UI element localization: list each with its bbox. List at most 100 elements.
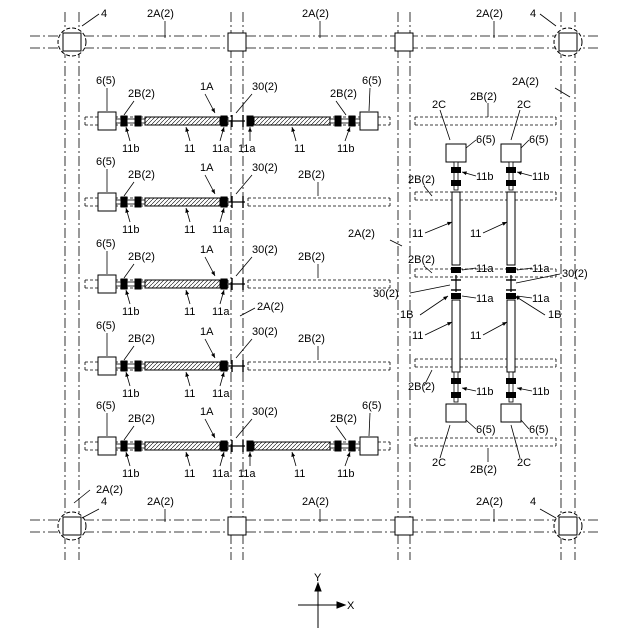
label-11a-left: 11a — [212, 224, 230, 236]
jack-row — [98, 193, 245, 211]
label-11b-r4: 11b — [532, 386, 550, 398]
label-jack-1B-left: 1B — [400, 309, 413, 321]
label-cyl-r1: 11 — [412, 228, 423, 240]
label-cyl-left: 11 — [184, 468, 195, 480]
label-2B-right: 2B(2) — [330, 413, 357, 425]
label-2A-bot-2: 2A(2) — [302, 496, 329, 508]
label-2C-bl: 2C — [432, 457, 446, 469]
jack-column-vertical — [501, 144, 521, 422]
label-2B-right: 2B(2) — [330, 88, 357, 100]
axis-indicator — [298, 583, 345, 628]
label-30-left: 30(2) — [373, 288, 399, 300]
label-11a-left: 11a — [212, 306, 230, 318]
label-11b-left: 11b — [122, 306, 140, 318]
label-2A-right: 2A(2) — [512, 76, 539, 88]
label-jack-1A: 1A — [200, 81, 214, 93]
label-2C-br: 2C — [517, 457, 531, 469]
label-2A-bl: 2A(2) — [96, 484, 123, 496]
label-2C-tr: 2C — [517, 99, 531, 111]
label-pier-right: 6(5) — [362, 75, 382, 87]
label-2A-center: 2A(2) — [257, 301, 284, 313]
label-11a-left: 11a — [212, 388, 230, 400]
label-jack-1A: 1A — [200, 406, 214, 418]
label-2B-left: 2B(2) — [128, 413, 155, 425]
label-pier-r1: 6(5) — [476, 134, 496, 146]
label-2B-mid: 2B(2) — [298, 333, 325, 345]
label-11a-left: 11a — [212, 143, 230, 155]
label-2A-top-3: 2A(2) — [476, 8, 503, 20]
label-pier-r2: 6(5) — [529, 134, 549, 146]
label-connector: 30(2) — [252, 244, 278, 256]
label-cyl-left: 11 — [184, 388, 195, 400]
label-pier-left: 6(5) — [96, 320, 116, 332]
label-2A-mid: 2A(2) — [348, 228, 375, 240]
label-11a-r3: 11a — [476, 293, 494, 305]
label-2B-left: 2B(2) — [128, 333, 155, 345]
label-11b-r2: 11b — [532, 171, 550, 183]
label-2B-r2: 2B(2) — [408, 254, 435, 266]
jack-rows-left — [98, 112, 378, 455]
label-pier-r4: 6(5) — [529, 424, 549, 436]
label-4-bl: 4 — [101, 496, 107, 508]
label-jack-1A: 1A — [200, 244, 214, 256]
label-jack-1A: 1A — [200, 162, 214, 174]
label-cyl-r3: 11 — [412, 330, 423, 342]
label-cyl-r4: 11 — [470, 330, 481, 342]
jack-row — [98, 437, 378, 455]
label-2B-r3: 2B(2) — [408, 381, 435, 393]
label-11a-r1: 11a — [476, 263, 494, 275]
label-2A-top-2: 2A(2) — [302, 8, 329, 20]
label-2B-mid: 2B(2) — [298, 169, 325, 181]
jack-row — [98, 112, 378, 130]
label-connector: 30(2) — [252, 162, 278, 174]
label-pier-r3: 6(5) — [476, 424, 496, 436]
label-4-br: 4 — [530, 496, 536, 508]
label-11b-left: 11b — [122, 143, 140, 155]
label-2C-tl: 2C — [432, 99, 446, 111]
label-2B-mid: 2B(2) — [298, 251, 325, 263]
label-11a-r4: 11a — [532, 293, 550, 305]
label-pier-left: 6(5) — [96, 238, 116, 250]
label-2A-top-1: 2A(2) — [147, 8, 174, 20]
label-cyl-left: 11 — [184, 224, 195, 236]
jack-row — [98, 275, 245, 293]
label-cyl-left: 11 — [184, 143, 195, 155]
label-cyl-right: 11 — [294, 468, 305, 480]
label-jack-1B-right: 1B — [548, 309, 561, 321]
label-jack-1A: 1A — [200, 326, 214, 338]
axis-x-label: X — [347, 600, 355, 612]
label-connector: 30(2) — [252, 81, 278, 93]
label-11b-r1: 11b — [476, 171, 494, 183]
label-pier-right: 6(5) — [362, 400, 382, 412]
label-4-tl: 4 — [101, 8, 107, 20]
label-connector: 30(2) — [252, 326, 278, 338]
label-11a-right: 11a — [238, 468, 256, 480]
label-2B-left: 2B(2) — [128, 169, 155, 181]
label-11a-r2: 11a — [532, 263, 550, 275]
label-11b-right: 11b — [337, 143, 355, 155]
jack-rows-right — [446, 144, 521, 422]
label-pier-left: 6(5) — [96, 156, 116, 168]
label-2B-left: 2B(2) — [128, 88, 155, 100]
label-pier-left: 6(5) — [96, 400, 116, 412]
label-cyl-r2: 11 — [470, 228, 481, 240]
label-2B-rb: 2B(2) — [470, 464, 497, 476]
label-cyl-right: 11 — [294, 143, 305, 155]
label-2A-bot-1: 2A(2) — [147, 496, 174, 508]
label-connector: 30(2) — [252, 406, 278, 418]
label-11b-left: 11b — [122, 224, 140, 236]
label-4-tr: 4 — [530, 8, 536, 20]
label-11b-right: 11b — [337, 468, 355, 480]
axis-y-label: Y — [314, 572, 322, 584]
label-30-right: 30(2) — [562, 268, 588, 280]
label-11b-left: 11b — [122, 388, 140, 400]
label-cyl-left: 11 — [184, 306, 195, 318]
jack-row — [98, 357, 245, 375]
label-2B-rt: 2B(2) — [470, 91, 497, 103]
jack-column-vertical — [446, 144, 466, 422]
label-11a-left: 11a — [212, 468, 230, 480]
label-11b-left: 11b — [122, 468, 140, 480]
label-2B-left: 2B(2) — [128, 251, 155, 263]
label-11a-right: 11a — [238, 143, 256, 155]
